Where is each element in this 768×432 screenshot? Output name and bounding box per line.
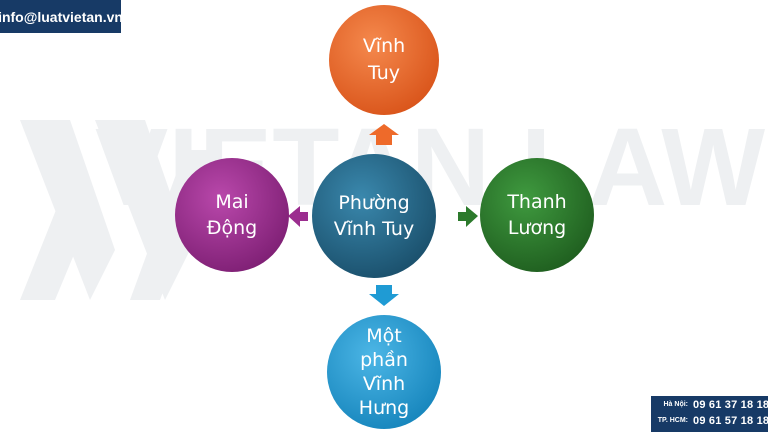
contact-hcm-number: 09 61 57 18 18 bbox=[693, 415, 768, 427]
svg-text:Phường: Phường bbox=[338, 192, 409, 214]
node-left: Mai Động bbox=[175, 158, 289, 272]
node-bottom: Một phần Vĩnh Hưng bbox=[327, 315, 441, 429]
svg-text:Tuy: Tuy bbox=[367, 62, 400, 84]
contact-hcm[interactable]: TP. HCM: 09 61 57 18 18 bbox=[651, 415, 768, 431]
svg-text:phần: phần bbox=[360, 349, 408, 371]
contact-hanoi[interactable]: Hà Nội: 09 61 37 18 18 bbox=[651, 399, 768, 415]
node-right: Thanh Lương bbox=[480, 158, 594, 272]
svg-text:Thanh: Thanh bbox=[506, 191, 566, 213]
arrow-down-icon bbox=[369, 285, 399, 306]
arrow-left-icon bbox=[288, 206, 308, 227]
email-badge[interactable]: info@luatvietan.vn bbox=[0, 0, 123, 33]
svg-text:Động: Động bbox=[207, 217, 257, 239]
contact-hcm-label: TP. HCM: bbox=[657, 417, 688, 424]
svg-text:Một: Một bbox=[366, 325, 401, 347]
contact-hanoi-label: Hà Nội: bbox=[663, 401, 689, 408]
arrow-up-icon bbox=[369, 124, 399, 145]
arrow-right-icon bbox=[458, 206, 478, 227]
svg-text:Lương: Lương bbox=[508, 217, 566, 239]
contact-badge: Hà Nội: 09 61 37 18 18 TP. HCM: 09 61 57… bbox=[651, 396, 768, 432]
svg-text:Hưng: Hưng bbox=[359, 397, 409, 419]
svg-text:Vĩnh Tuy: Vĩnh Tuy bbox=[334, 218, 414, 240]
svg-text:Vĩnh: Vĩnh bbox=[363, 373, 405, 395]
node-center: Phường Vĩnh Tuy bbox=[312, 154, 436, 278]
node-top: Vĩnh Tuy bbox=[329, 5, 439, 115]
contact-hanoi-number: 09 61 37 18 18 bbox=[693, 399, 768, 411]
svg-text:Mai: Mai bbox=[215, 191, 248, 213]
svg-text:Vĩnh: Vĩnh bbox=[363, 35, 405, 57]
email-text: info@luatvietan.vn bbox=[0, 8, 123, 25]
